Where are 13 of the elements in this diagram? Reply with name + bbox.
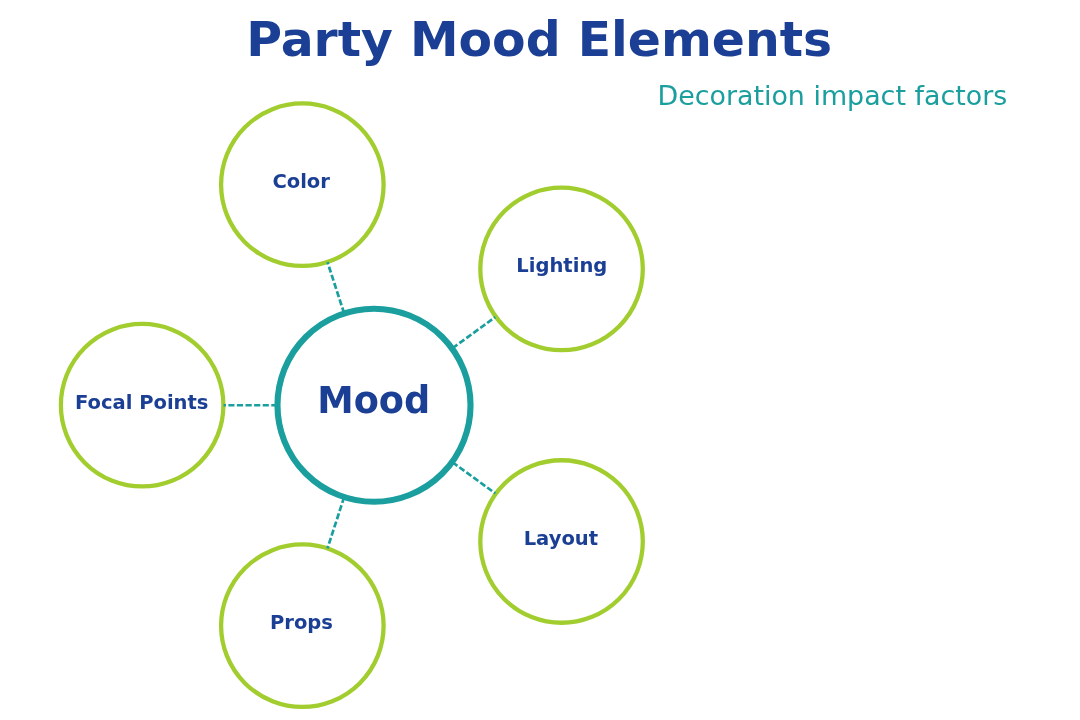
- node-circle: Layout: [478, 458, 645, 625]
- node-circle: Mood: [274, 305, 474, 505]
- node-circle: Color: [218, 101, 386, 269]
- connector: [326, 496, 346, 549]
- connector: [326, 261, 346, 314]
- node-circle: Lighting: [478, 185, 645, 353]
- connector: [223, 403, 278, 407]
- node-circle: Focal Points: [58, 321, 226, 489]
- node-circle: Props: [218, 542, 386, 710]
- diagram-title: Party Mood Elements: [246, 10, 833, 68]
- label: Decoration impact factors: [657, 80, 1008, 112]
- connector: [451, 316, 497, 350]
- connector: [451, 461, 497, 495]
